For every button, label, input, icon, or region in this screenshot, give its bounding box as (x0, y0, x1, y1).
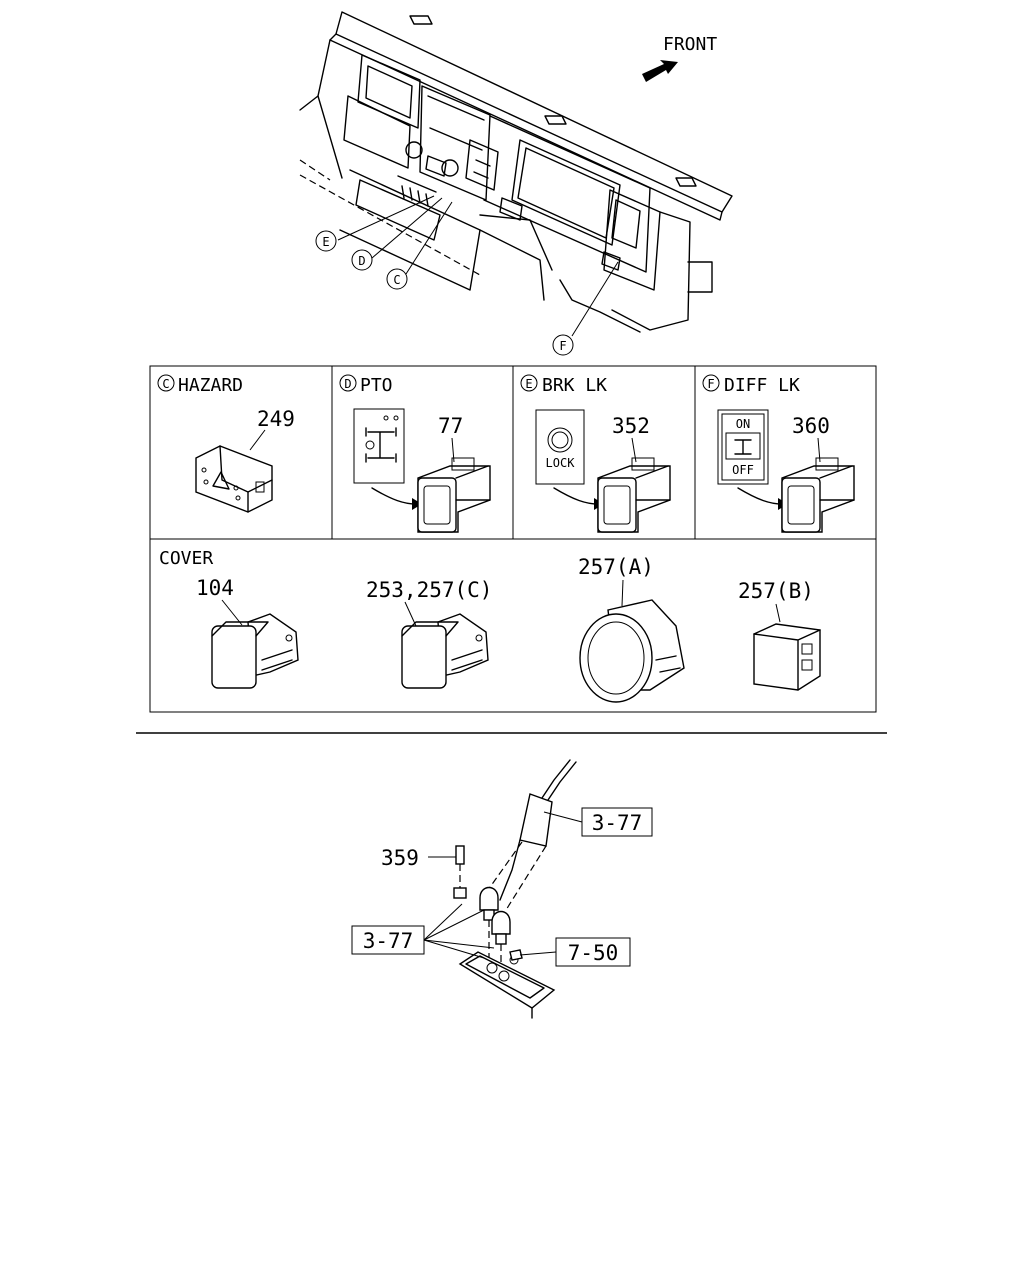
cover-title: COVER (159, 548, 213, 569)
callout-d-circle (351, 249, 373, 271)
hazard-part-number: 249 (257, 407, 295, 431)
front-arrow-icon (642, 60, 678, 82)
callout-f-circle (552, 334, 574, 356)
diff-lock-symbol-icon (734, 439, 752, 455)
cover-257a-part-number: 257(A) (578, 555, 654, 579)
hazard-switch-icon (195, 445, 273, 513)
callout-c-label: C (393, 273, 400, 287)
cover-257b-part-number: 257(B) (738, 579, 814, 603)
pto-letter: D (344, 377, 351, 391)
diff-lock-indicator-panel (717, 409, 769, 485)
diff-lock-name: DIFF LK (724, 375, 800, 396)
part-359-label: 359 (381, 846, 419, 870)
brake-circle-icon (547, 427, 573, 453)
brake-lock-switch-icon (597, 457, 671, 533)
front-label: FRONT (663, 34, 717, 55)
diff-lock-cell: F DIFF LK 360 ON OFF (702, 374, 855, 533)
callout-d-label: D (358, 254, 365, 268)
cover-104-icon (211, 613, 299, 689)
dashboard-illustration: E D C F (299, 11, 733, 356)
ref-sockets-box (351, 925, 425, 955)
ref-screw-box (555, 937, 631, 967)
cover-257b-icon (753, 623, 821, 691)
pto-switch-icon (417, 457, 491, 533)
hazard-letter: C (162, 377, 169, 391)
lamp-assembly (423, 759, 583, 1019)
switch-panel: C HAZARD 249 D PTO 77 (149, 365, 877, 540)
cover-104-part-number: 104 (196, 576, 234, 600)
ref-harness-label: 3-77 (592, 811, 643, 835)
brake-lock-name: BRK LK (542, 375, 607, 396)
pto-symbol-icon (365, 427, 397, 463)
cover-257a-icon (579, 599, 685, 703)
diff-lock-letter: F (707, 377, 714, 391)
diff-lock-off-text: OFF (732, 463, 754, 477)
front-indicator: FRONT (642, 34, 717, 82)
ref-harness-box (581, 807, 653, 837)
pto-indicator-panel (353, 408, 405, 484)
cover-panel: COVER 104 253,257(C) 257(A) (149, 538, 877, 713)
brake-lock-cell: E BRK LK 352 LOCK (520, 374, 671, 533)
cover-253-part-number: 253,257(C) (366, 578, 492, 602)
ref-sockets-label: 3-77 (363, 929, 414, 953)
brake-lock-part-number: 352 (612, 414, 650, 438)
brake-lock-letter: E (525, 377, 532, 391)
diff-lock-on-text: ON (736, 417, 750, 431)
diff-lock-part-number: 360 (792, 414, 830, 438)
pto-cell: D PTO 77 (339, 374, 491, 533)
ref-screw-label: 7-50 (568, 941, 619, 965)
callout-e-circle (315, 230, 337, 252)
cover-253-icon (401, 613, 489, 689)
hazard-cell: C HAZARD 249 (157, 374, 295, 513)
callout-f-label: F (559, 339, 566, 353)
pto-arrow (371, 487, 417, 505)
diff-lock-switch-icon (781, 457, 855, 533)
callout-c-circle (386, 268, 408, 290)
callout-e-label: E (322, 235, 329, 249)
hazard-name: HAZARD (178, 375, 243, 396)
pto-part-number: 77 (438, 414, 463, 438)
brake-lock-icon-text: LOCK (546, 456, 576, 470)
brake-lock-indicator-panel (535, 409, 585, 485)
pto-name: PTO (360, 375, 393, 396)
